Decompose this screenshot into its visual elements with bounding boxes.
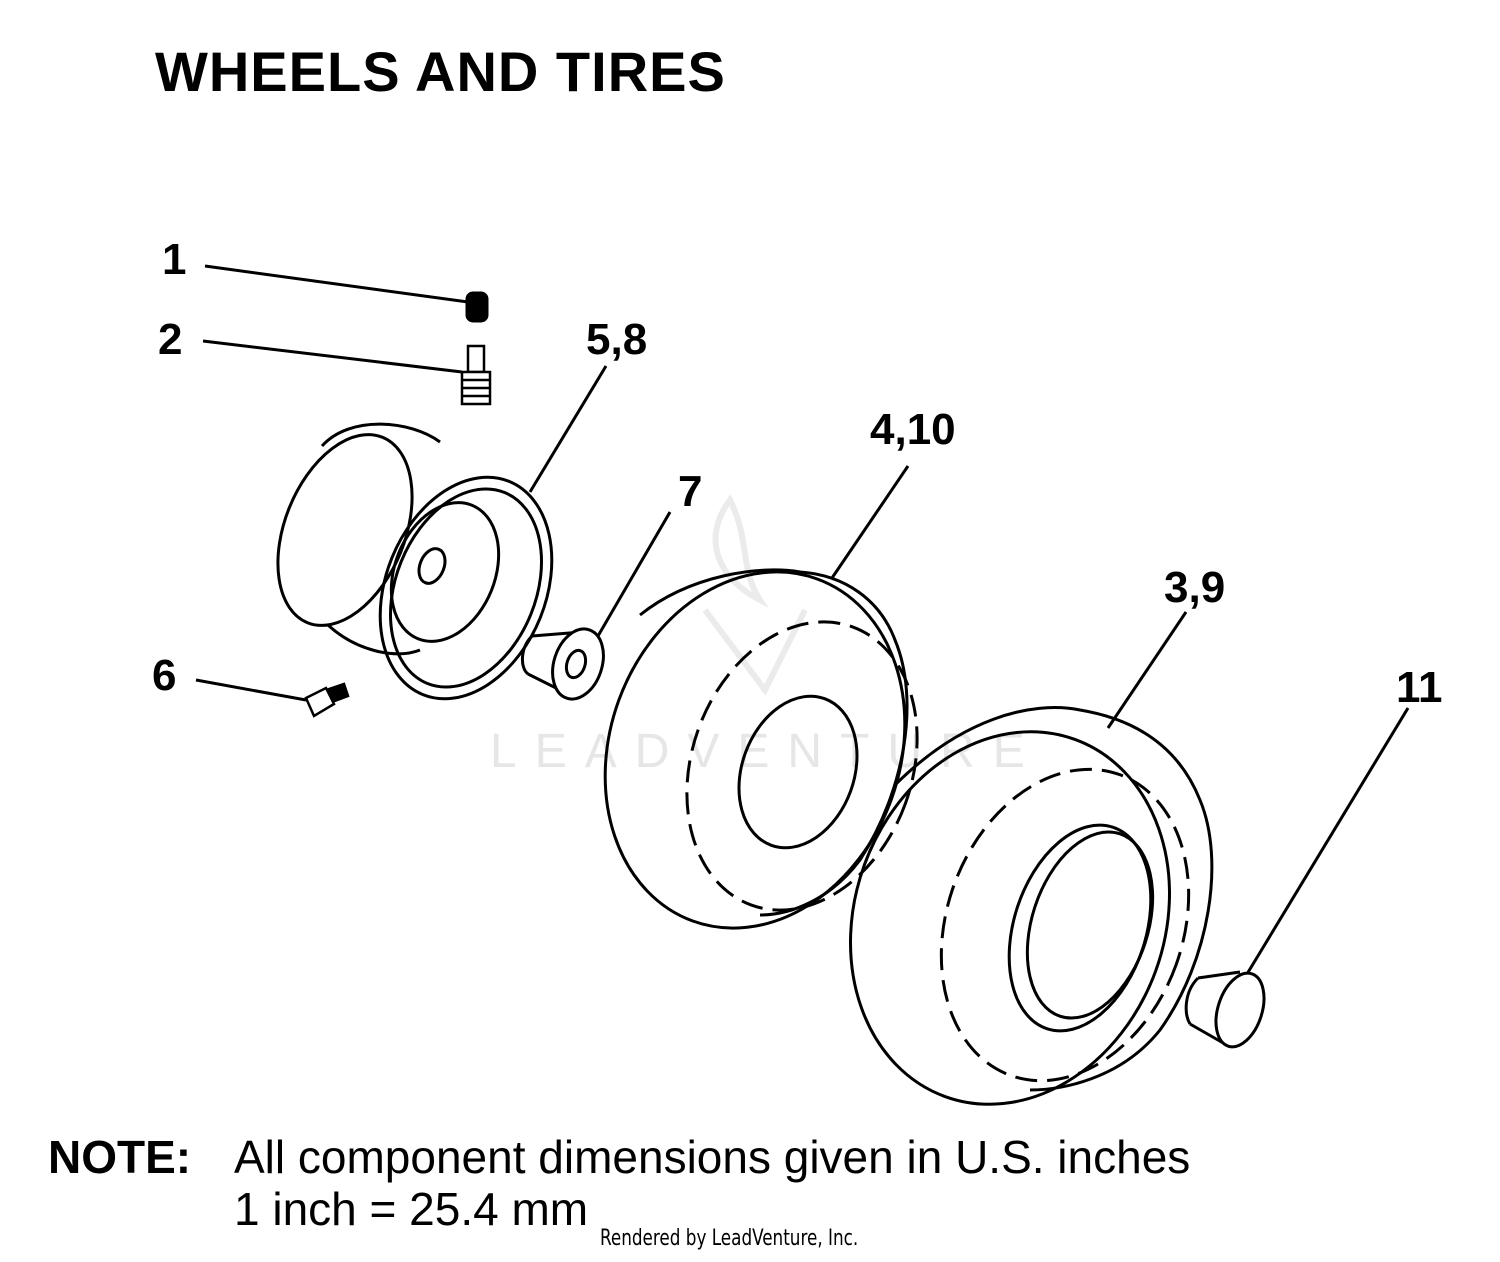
rim-part <box>276 422 554 701</box>
callout-11: 11 <box>1396 663 1443 712</box>
callout-4-10: 4,10 <box>870 405 956 454</box>
render-credit: Rendered by LeadVenture, Inc. <box>600 1226 859 1251</box>
grease-fitting-part <box>304 682 350 718</box>
rear-tire-part <box>849 706 1214 1106</box>
callout-1: 1 <box>162 235 187 284</box>
callout-6: 6 <box>152 651 177 700</box>
page-title: WHEELS AND TIRES <box>155 40 726 103</box>
callout-5-8: 5,8 <box>586 315 648 364</box>
callout-3-9: 3,9 <box>1164 563 1226 612</box>
note-dimensions-text: All component dimensions given in U.S. i… <box>234 1131 1191 1183</box>
note-label: NOTE: <box>48 1131 192 1183</box>
note-conversion-text: 1 inch = 25.4 mm <box>234 1183 589 1235</box>
watermark-logo <box>702 494 808 696</box>
callout-2: 2 <box>158 315 183 364</box>
leader-lines <box>195 264 1410 975</box>
bushing-part <box>521 627 605 701</box>
valve-stem-part <box>460 344 492 406</box>
valve-cap-part <box>465 291 489 323</box>
callout-7: 7 <box>678 467 703 516</box>
bearing-part <box>1184 970 1266 1049</box>
front-tire-part <box>603 568 919 930</box>
